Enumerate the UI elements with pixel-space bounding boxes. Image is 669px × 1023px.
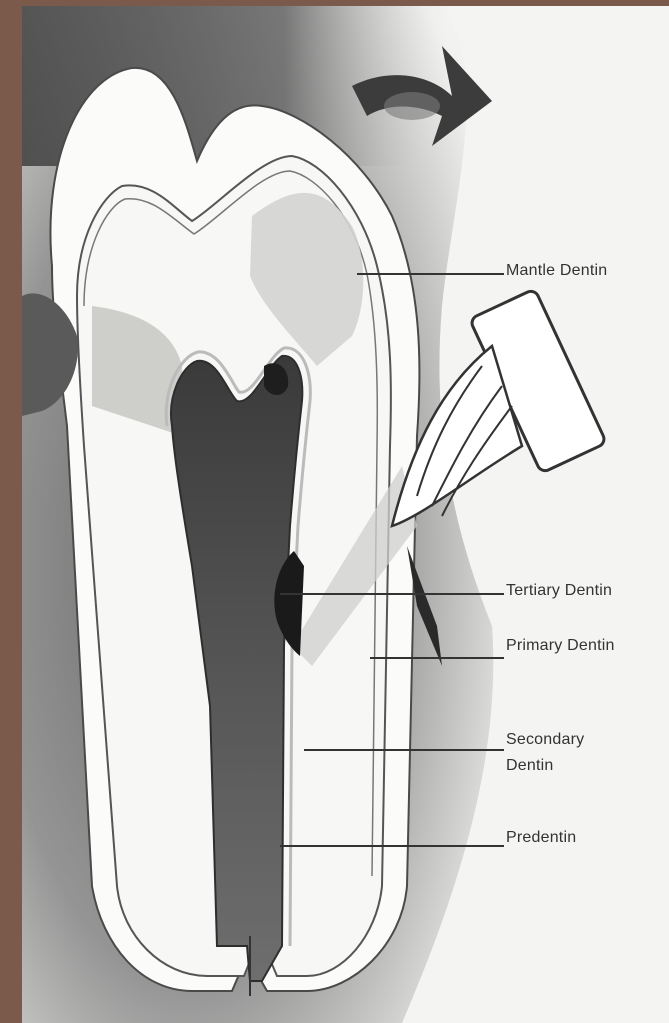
label-secondary-dentin-line2: Dentin (506, 756, 553, 776)
tooth-diagram: Mantle Dentin Tertiary Dentin Primary De… (22, 6, 669, 1023)
label-mantle-dentin: Mantle Dentin (506, 261, 607, 281)
label-primary-dentin: Primary Dentin (506, 636, 615, 656)
label-predentin: Predentin (506, 828, 576, 848)
label-secondary-dentin-line1: Secondary (506, 730, 584, 750)
tooth-illustration (22, 6, 669, 1023)
label-tertiary-dentin: Tertiary Dentin (506, 581, 612, 601)
left-border (0, 0, 22, 1023)
arrow-speckle (384, 92, 440, 120)
